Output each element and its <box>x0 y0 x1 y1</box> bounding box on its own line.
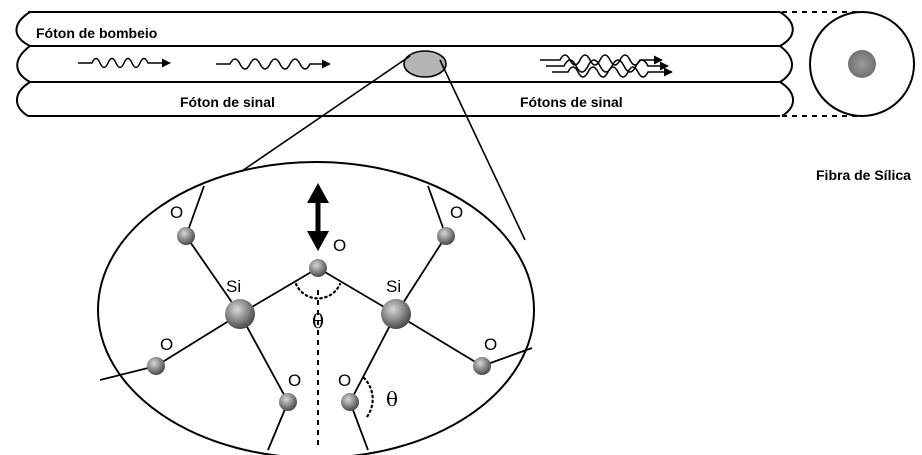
silica-lattice: O O O O O O O Si Si θ θ <box>97 161 535 455</box>
label-o-mid-left: O <box>160 335 173 354</box>
silicon-atom-left <box>225 299 255 329</box>
label-o-bottom-left: O <box>288 371 301 390</box>
lattice-boundary <box>97 161 535 455</box>
silicon-atom-right <box>381 299 411 329</box>
signal-photons-label: Fótons de sinal <box>520 94 623 110</box>
label-o-bottom-right: O <box>338 371 351 390</box>
fiber-right-break <box>778 11 794 117</box>
core-dot <box>848 50 876 78</box>
label-o-upper-left: O <box>170 203 183 222</box>
theta-label-right: θ <box>386 387 398 411</box>
oxygen-atom-mid-left <box>147 357 165 375</box>
signal-photon-label: Fóton de sinal <box>180 94 275 110</box>
oxygen-atom-bottom-right <box>341 393 359 411</box>
angle-arc-right <box>362 376 374 420</box>
pump-photon-label: Fóton de bombeio <box>36 25 157 41</box>
signal-photons-wave <box>540 54 673 78</box>
vibration-arrow <box>307 183 329 251</box>
pump-photon-wave-2 <box>216 58 331 70</box>
oxygen-atom-upper-right <box>437 227 455 245</box>
fiber-left-break <box>15 11 32 117</box>
cross-section-label: Fibra de Sílica <box>816 167 911 183</box>
pump-photon-wave-1 <box>78 57 171 69</box>
label-o-upper-right: O <box>450 203 463 222</box>
fiber-cross-section: Fibra de Sílica <box>809 11 915 183</box>
zoom-line-right <box>439 59 526 241</box>
theta-label-center: θ <box>312 309 324 333</box>
angle-arc-center <box>294 282 342 300</box>
fiber-side-view: Fóton de bombeio Fóton de sinal Fótons d… <box>15 11 862 117</box>
oxygen-atom-bottom-left <box>279 393 297 411</box>
label-si-left: Si <box>226 277 241 296</box>
oxygen-atom-top <box>309 259 327 277</box>
label-o-mid-right: O <box>484 335 497 354</box>
label-si-right: Si <box>386 277 401 296</box>
oxygen-atom-mid-right <box>473 357 491 375</box>
scattering-site <box>403 50 447 78</box>
label-o-top: O <box>333 236 346 255</box>
oxygen-atom-upper-left <box>177 227 195 245</box>
